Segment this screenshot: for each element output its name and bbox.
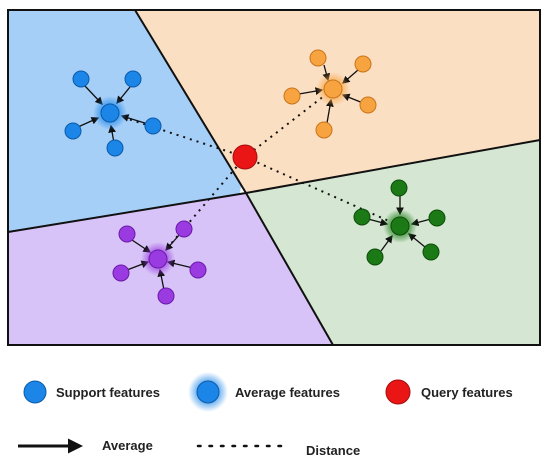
purple-cluster	[112, 220, 207, 305]
distance-line-orange	[244, 88, 334, 158]
blue-cluster	[64, 70, 162, 157]
query-feature-point	[232, 144, 258, 170]
average-feature-point	[323, 79, 343, 99]
average-feature-point	[100, 103, 120, 123]
legend-distance-label: Distance	[306, 443, 360, 458]
distance-line-green	[244, 156, 401, 227]
diagram-frame	[7, 9, 541, 346]
support-feature-point	[106, 139, 124, 157]
support-feature-point	[309, 49, 327, 67]
support-feature-point	[64, 122, 82, 140]
legend-average-features-label: Average features	[235, 385, 340, 400]
legend-support-label: Support features	[56, 385, 160, 400]
support-feature-point	[283, 87, 301, 105]
support-feature-point	[118, 225, 136, 243]
legend-query-label: Query features	[421, 385, 513, 400]
border-line	[7, 192, 247, 233]
glow-circle-icon	[196, 380, 220, 404]
average-feature-point	[390, 216, 410, 236]
distance-line-blue	[109, 112, 246, 158]
green-cluster	[353, 179, 446, 266]
support-feature-point	[428, 209, 446, 227]
circle-icon	[23, 380, 47, 404]
support-feature-point	[354, 55, 372, 73]
support-feature-point	[390, 179, 408, 197]
support-feature-point	[366, 248, 384, 266]
support-feature-point	[359, 96, 377, 114]
support-feature-point	[189, 261, 207, 279]
average-feature-point	[148, 249, 168, 269]
border-line	[245, 139, 541, 194]
legend: Support features Average features Query …	[18, 372, 513, 458]
support-feature-point	[315, 121, 333, 139]
support-feature-point	[144, 117, 162, 135]
border-line	[245, 192, 334, 346]
legend-average-label: Average	[102, 438, 153, 453]
support-feature-point	[112, 264, 130, 282]
support-feature-point	[175, 220, 193, 238]
orange-cluster	[283, 49, 377, 139]
border-line	[134, 9, 247, 194]
support-feature-point	[157, 287, 175, 305]
support-feature-point	[72, 70, 90, 88]
support-feature-point	[353, 208, 371, 226]
red-circle-icon	[385, 379, 411, 405]
green-region	[246, 140, 540, 345]
support-feature-point	[422, 243, 440, 261]
support-feature-point	[124, 70, 142, 88]
